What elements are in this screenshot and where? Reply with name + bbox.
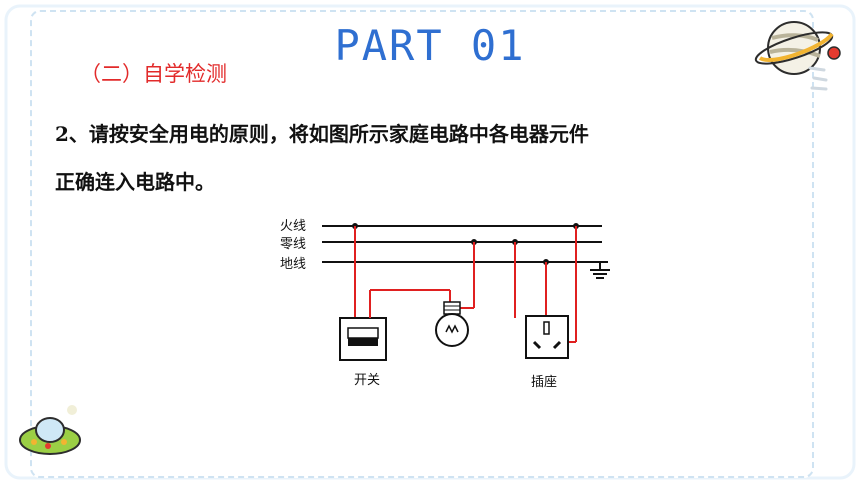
neutral-wire-label: 零线 (280, 237, 306, 252)
switch (339, 226, 451, 361)
question-text: 2、请按安全用电的原则，将如图所示家庭电路中各电器元件 正确连入电路中。 (55, 110, 795, 206)
lamp (435, 242, 475, 347)
circuit-diagram: 火线 零线 地线 开关 (278, 208, 628, 394)
socket (514, 226, 577, 359)
earth-symbol (590, 262, 610, 279)
page-title: PART 01 (334, 21, 526, 70)
question-line-1: 2、请按安全用电的原则，将如图所示家庭电路中各电器元件 (55, 122, 589, 146)
socket-label: 插座 (531, 375, 557, 390)
switch-label: 开关 (354, 373, 380, 388)
live-wire-label: 火线 (280, 219, 306, 234)
ground-wire-label: 地线 (280, 257, 306, 272)
question-line-2: 正确连入电路中。 (55, 170, 215, 194)
ufo-icon (19, 405, 81, 455)
planet-icon (754, 21, 841, 91)
section-subtitle: （二）自学检测 (80, 62, 227, 86)
